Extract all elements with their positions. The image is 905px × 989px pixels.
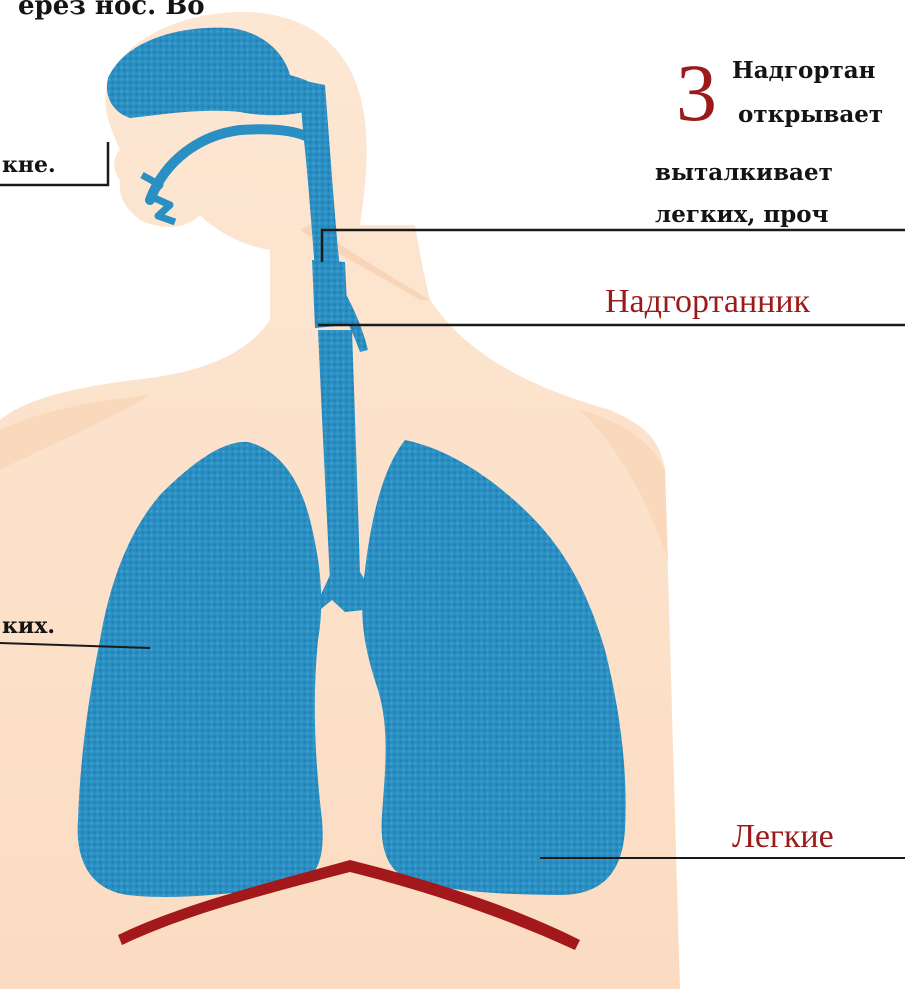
step-text-line3: выталкивает [655, 159, 833, 186]
step-number: 3 [676, 47, 717, 138]
step-text-line4: легких, проч [655, 201, 829, 228]
top-fragment-text: ерез нос. Во [18, 0, 205, 21]
label-upper-left: кне. [2, 152, 56, 178]
label-epiglottis: Надгортанник [605, 283, 811, 320]
larynx [312, 260, 348, 328]
step-text-line1: Надгортан [732, 57, 876, 84]
step-text-line2: открывает [738, 101, 883, 128]
label-lower-left: ких. [2, 613, 55, 639]
label-lungs: Легкие [732, 818, 834, 855]
